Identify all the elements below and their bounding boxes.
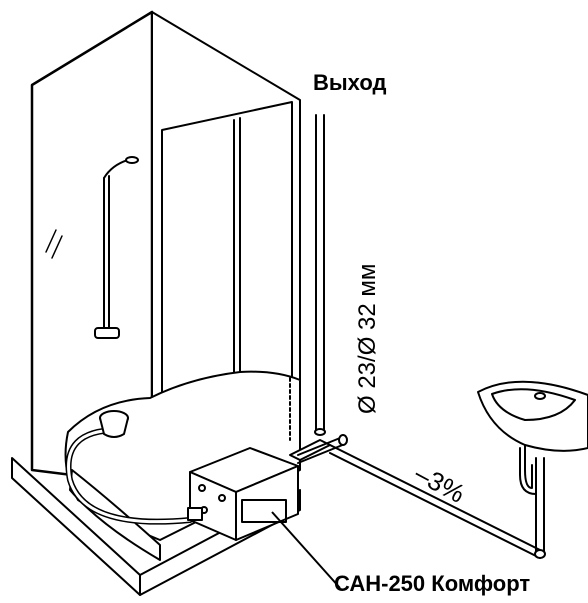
basin-pipe — [297, 434, 546, 559]
macerator-pump-icon — [187, 447, 299, 541]
product-pointer — [271, 511, 341, 589]
shower-drain-icon — [99, 410, 129, 438]
washbasin-icon — [477, 380, 588, 495]
diameter-label: Ø 23/Ø 32 мм — [354, 263, 381, 414]
output-label: Выход — [313, 70, 387, 95]
drain-hose — [65, 427, 193, 525]
product-label: САН-250 Комфорт — [334, 571, 531, 596]
